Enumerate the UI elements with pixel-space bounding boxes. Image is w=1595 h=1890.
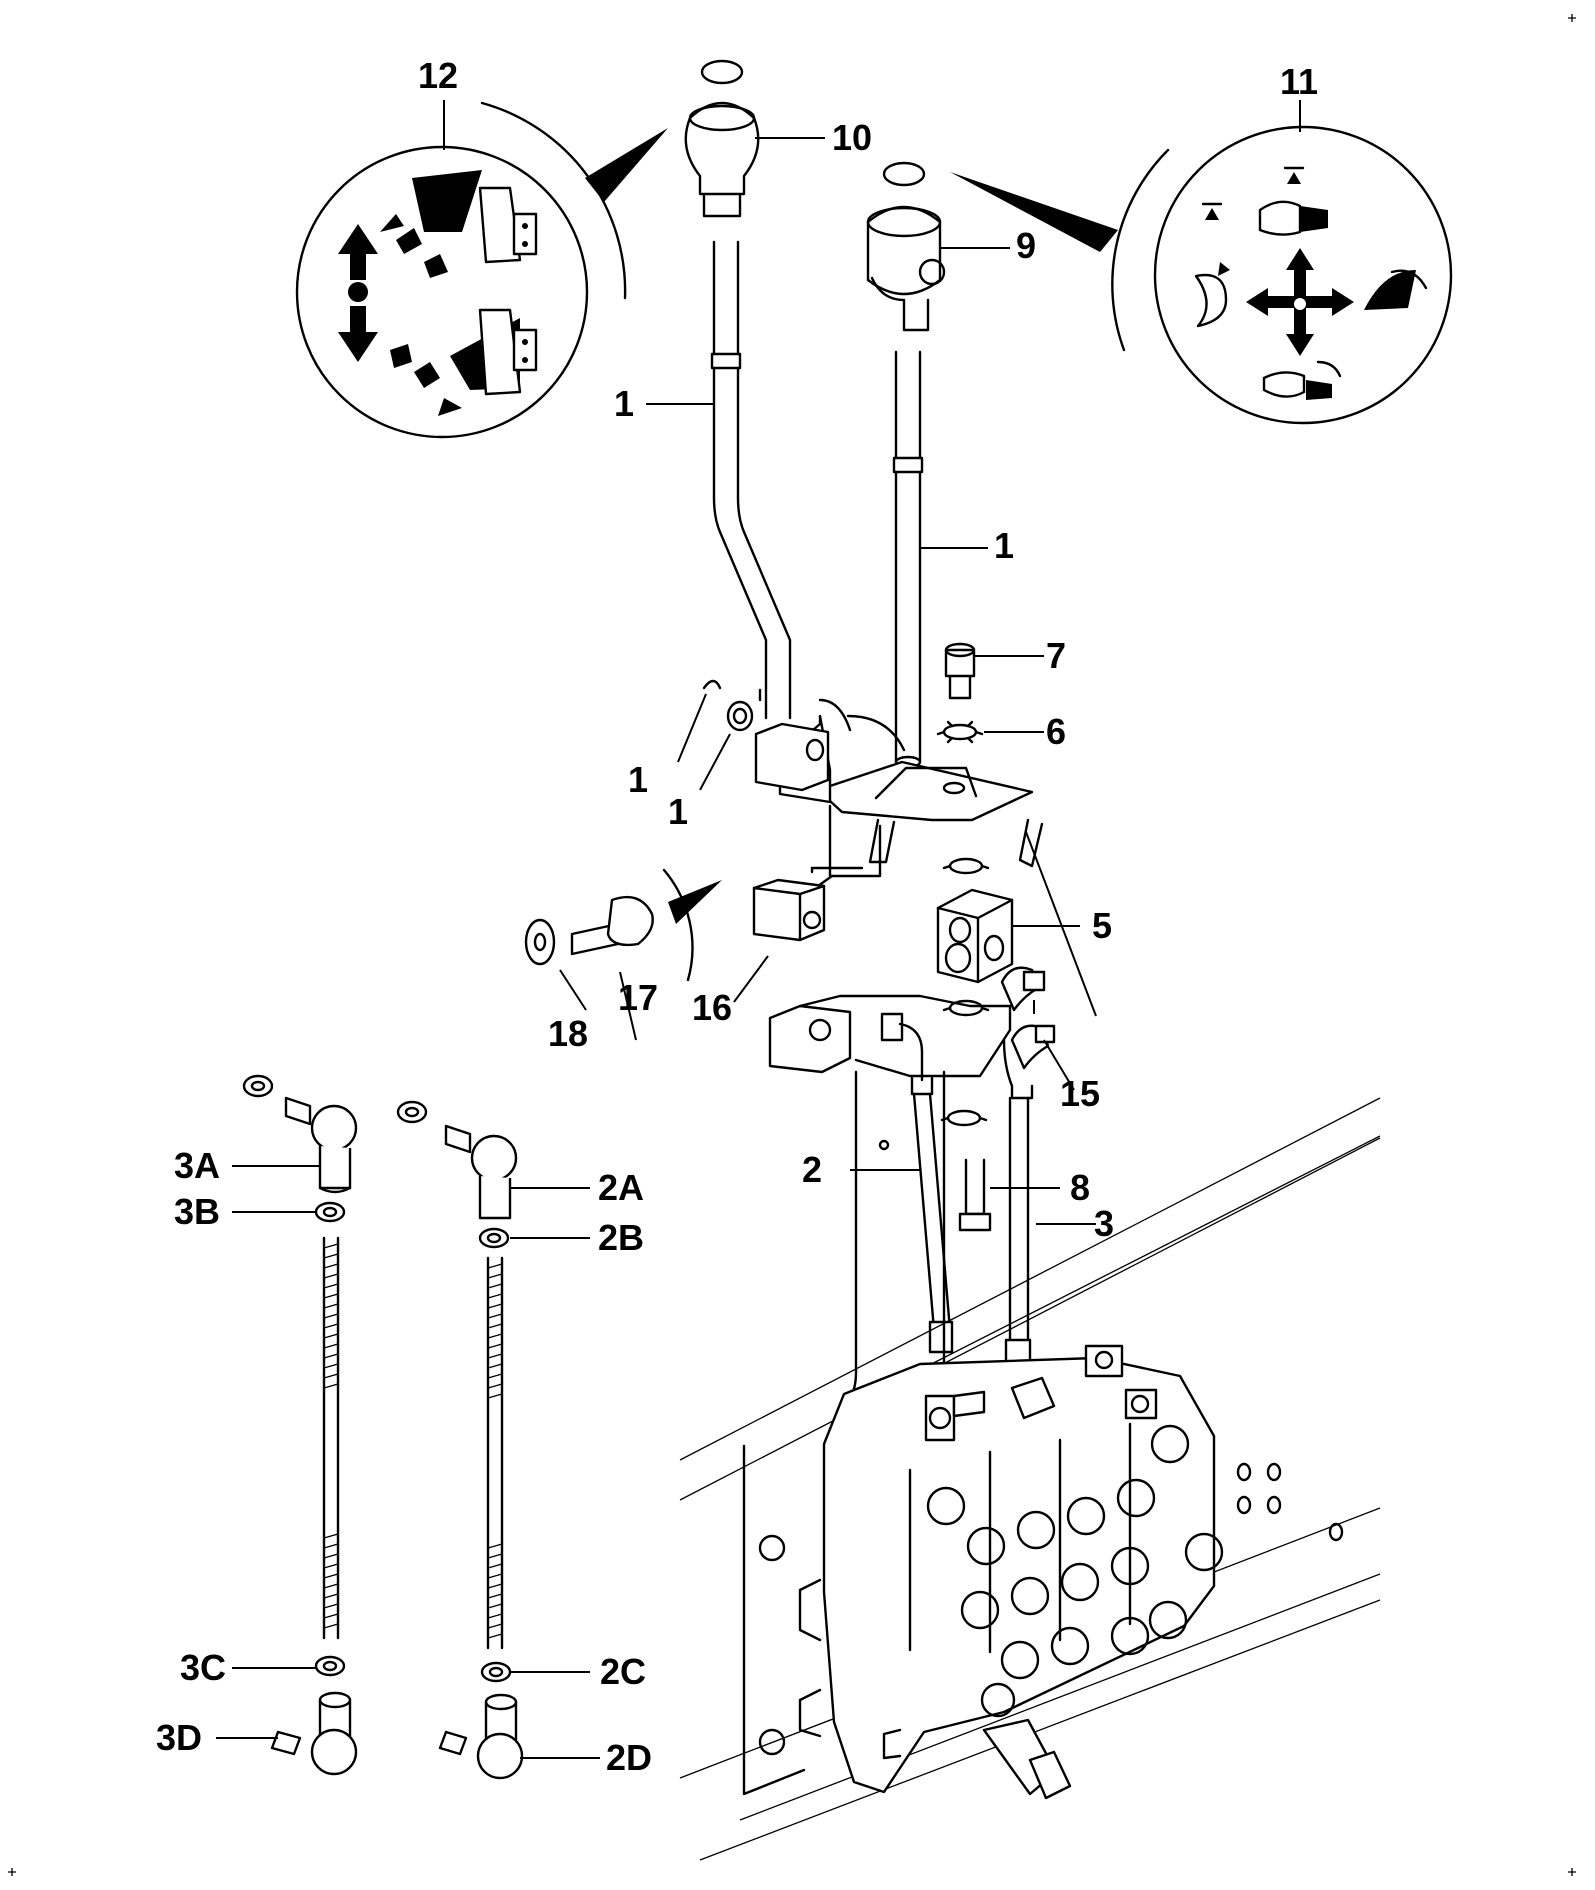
- control-valve: [798, 1344, 1224, 1800]
- lever-rod-left: [710, 240, 792, 720]
- lever-rod-right: [892, 350, 924, 769]
- curve-arrow-lower-icon: [390, 344, 462, 416]
- detail-circle-12: [295, 101, 668, 439]
- detail-circle-11: [950, 125, 1453, 425]
- elbows-15: [1000, 966, 1056, 1070]
- label-3D: 3D: [156, 1717, 202, 1758]
- label-6: 6: [1046, 711, 1066, 752]
- label-1c: 1: [628, 759, 648, 800]
- label-16: 16: [692, 987, 732, 1028]
- part-labels: 12 11 10 9 1 1 7 6 1 1 5 17 16 18 15 2 8…: [156, 55, 1318, 1778]
- bolt-8: [958, 1158, 992, 1232]
- bucket-tilt-icon-bottom: [1262, 360, 1342, 400]
- small-parts-1: [702, 679, 830, 792]
- label-1b: 1: [994, 525, 1014, 566]
- up-down-arrow-icon: [338, 224, 378, 362]
- washers-under-bracket: [940, 857, 990, 1127]
- block-16: [752, 866, 864, 942]
- label-3B: 3B: [174, 1191, 220, 1232]
- corner-marks: [8, 14, 1576, 1876]
- bucket-icon-upper: [412, 170, 538, 264]
- bucket-tilt-icon-top: [1258, 166, 1328, 236]
- four-way-arrow-icon: [1246, 248, 1354, 356]
- label-10: 10: [832, 117, 872, 158]
- label-17: 17: [618, 977, 658, 1018]
- label-8: 8: [1070, 1167, 1090, 1208]
- control-rod-2: [880, 1012, 954, 1354]
- label-2A: 2A: [598, 1167, 644, 1208]
- knob-10: [684, 59, 760, 218]
- label-9: 9: [1016, 225, 1036, 266]
- tie-rod-2: [396, 1100, 524, 1780]
- label-2B: 2B: [598, 1217, 644, 1258]
- bucket-icon-lower: [450, 308, 538, 396]
- label-2: 2: [802, 1149, 822, 1190]
- label-12: 12: [418, 55, 458, 96]
- label-15: 15: [1060, 1073, 1100, 1114]
- label-5: 5: [1092, 905, 1112, 946]
- label-1d: 1: [668, 791, 688, 832]
- bolt-7: [944, 642, 976, 700]
- label-2D: 2D: [606, 1737, 652, 1778]
- bucket-tilt-icon-left: [1194, 202, 1230, 328]
- lever-bracket: [758, 688, 1044, 908]
- label-11: 11: [1280, 61, 1318, 102]
- washer-6: [936, 720, 984, 744]
- tie-rod-3: [242, 1074, 358, 1776]
- label-7: 7: [1046, 635, 1066, 676]
- washer-bolt-17-18: [524, 868, 722, 982]
- label-3: 3: [1094, 1203, 1114, 1244]
- leader-lines: [216, 100, 1301, 1759]
- label-3A: 3A: [174, 1145, 220, 1186]
- label-1a: 1: [614, 383, 634, 424]
- label-18: 18: [548, 1013, 588, 1054]
- label-3C: 3C: [180, 1647, 226, 1688]
- curve-arrow-upper-icon: [380, 214, 448, 278]
- bucket-tilt-icon-right: [1364, 269, 1428, 310]
- knob-9: [866, 161, 946, 332]
- label-2C: 2C: [600, 1651, 646, 1692]
- coupling-5: [936, 888, 1014, 984]
